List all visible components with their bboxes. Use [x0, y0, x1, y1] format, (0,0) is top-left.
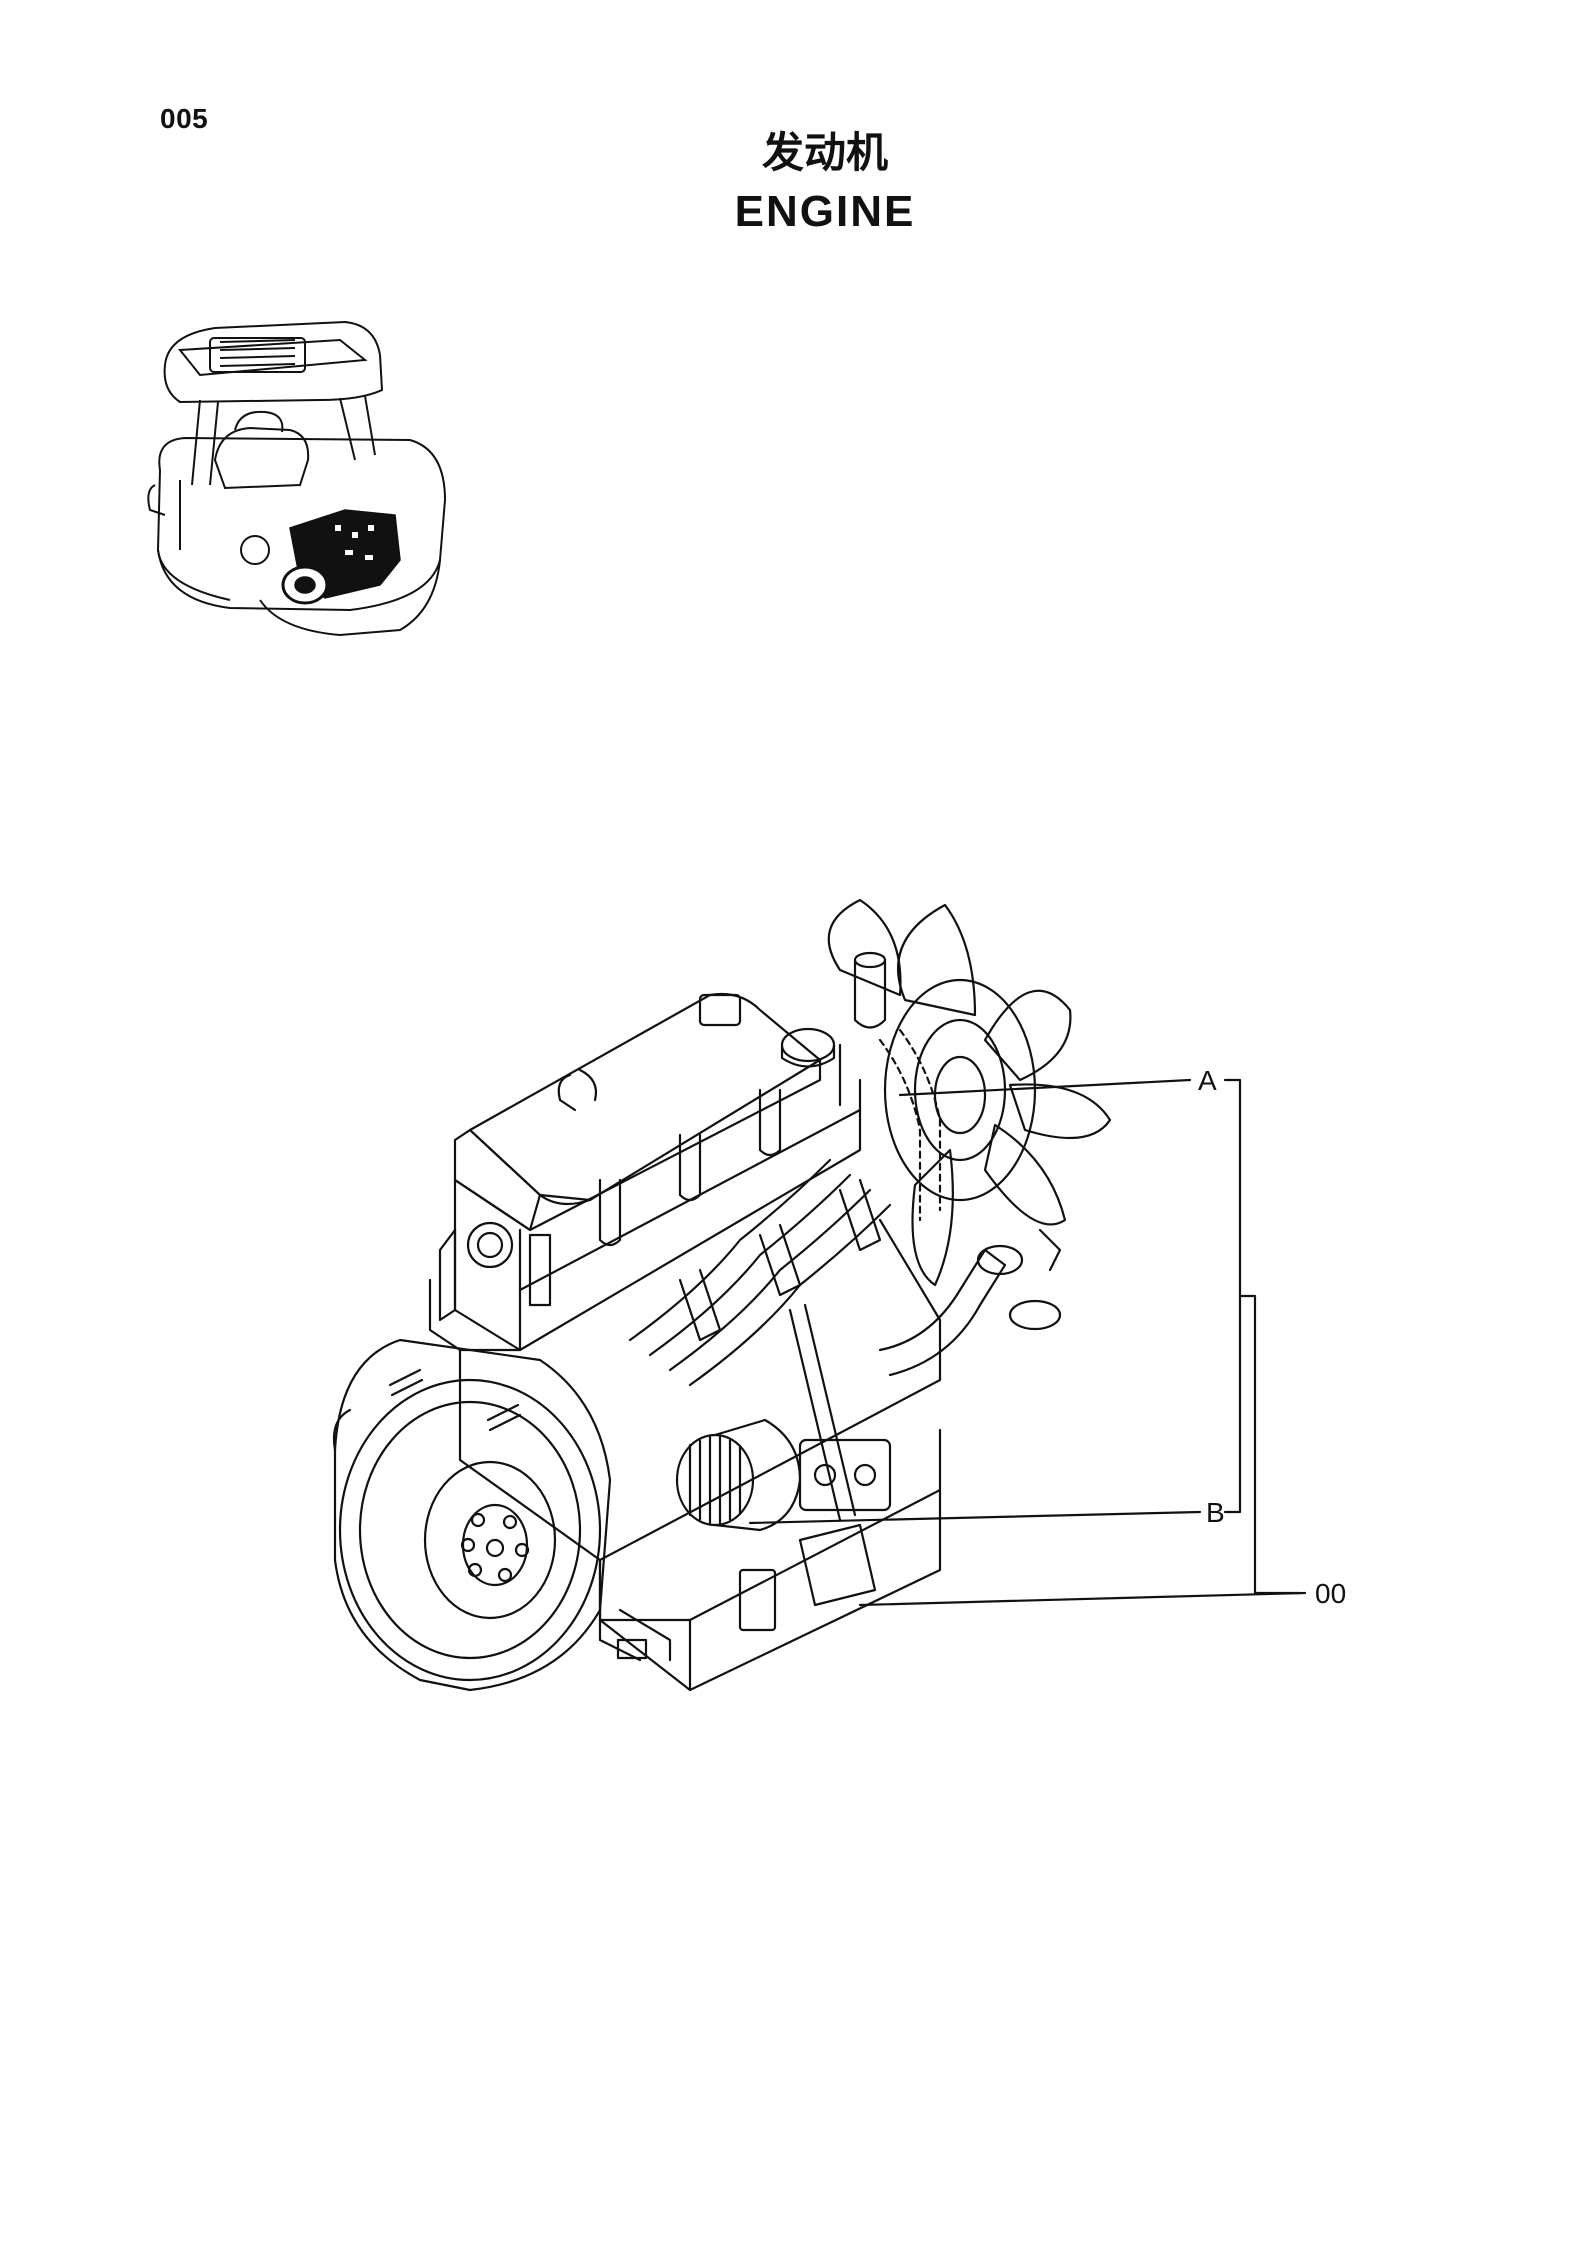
fuel-injection-lines [598, 1043, 892, 1387]
engine-block [428, 1218, 942, 1692]
engine-diagram: A B 00 [332, 898, 1346, 1692]
valve-cover [453, 992, 822, 1232]
label-assembly-00: 00 [1315, 1578, 1346, 1609]
page-title-chinese: 发动机 [761, 128, 888, 177]
page-title-english: ENGINE [734, 187, 916, 236]
leader-line-b [748, 1510, 1202, 1525]
machine-locator-thumbnail [147, 320, 447, 637]
oil-filter [675, 1418, 802, 1532]
label-bracket [1223, 1078, 1302, 1595]
flywheel-housing [332, 1338, 612, 1692]
leader-line-assembly [858, 1591, 1307, 1607]
machine-body [156, 436, 447, 612]
cylinder-head [453, 1078, 862, 1352]
label-b: B [1206, 1497, 1225, 1528]
canopy-roof [163, 320, 384, 404]
engine-highlight [281, 509, 401, 605]
page-number: 005 [160, 103, 209, 134]
flywheel [338, 1378, 602, 1682]
leader-line-a [898, 1078, 1192, 1097]
label-a: A [1198, 1065, 1217, 1096]
